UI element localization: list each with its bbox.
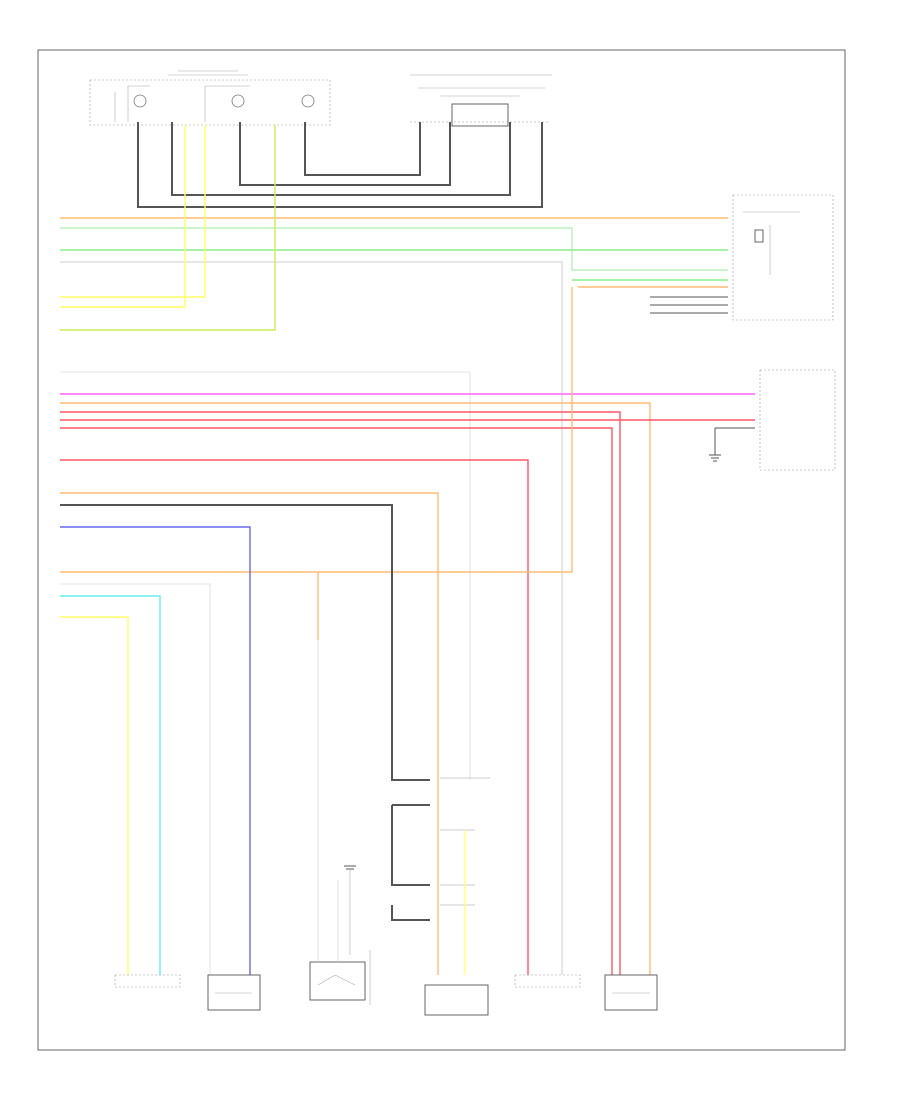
- component-passenger-switch: [309, 950, 371, 1005]
- center-connector-lines: [440, 777, 490, 906]
- component-side-airbag-right: [604, 974, 658, 1011]
- squib-1-icon: [128, 85, 150, 108]
- component-passenger-airbag: [424, 984, 489, 1016]
- component-belt-pretensioner-right: [514, 974, 581, 988]
- bottom-thin-wires: [317, 640, 339, 962]
- top-right-connector: [410, 74, 552, 127]
- ground-icon-right: [709, 454, 721, 462]
- diagram-frame: [37, 49, 846, 1051]
- squib-3-icon: [301, 94, 315, 108]
- ground-icon-bottom: [344, 865, 356, 955]
- component-side-airbag-left: [207, 974, 261, 1011]
- occupant-wires: [60, 287, 755, 975]
- spiral-ground-harness: [137, 122, 543, 208]
- combination-meter: [732, 194, 834, 321]
- occupant-classification-unit: [714, 369, 836, 471]
- component-belt-pretensioner-left: [114, 974, 181, 988]
- center-black-harness: [60, 504, 430, 921]
- meter-wires: [60, 125, 728, 975]
- squib-2-icon: [205, 85, 250, 108]
- meter-black-stubs: [650, 296, 728, 314]
- spiral-cable-assembly: [89, 70, 331, 126]
